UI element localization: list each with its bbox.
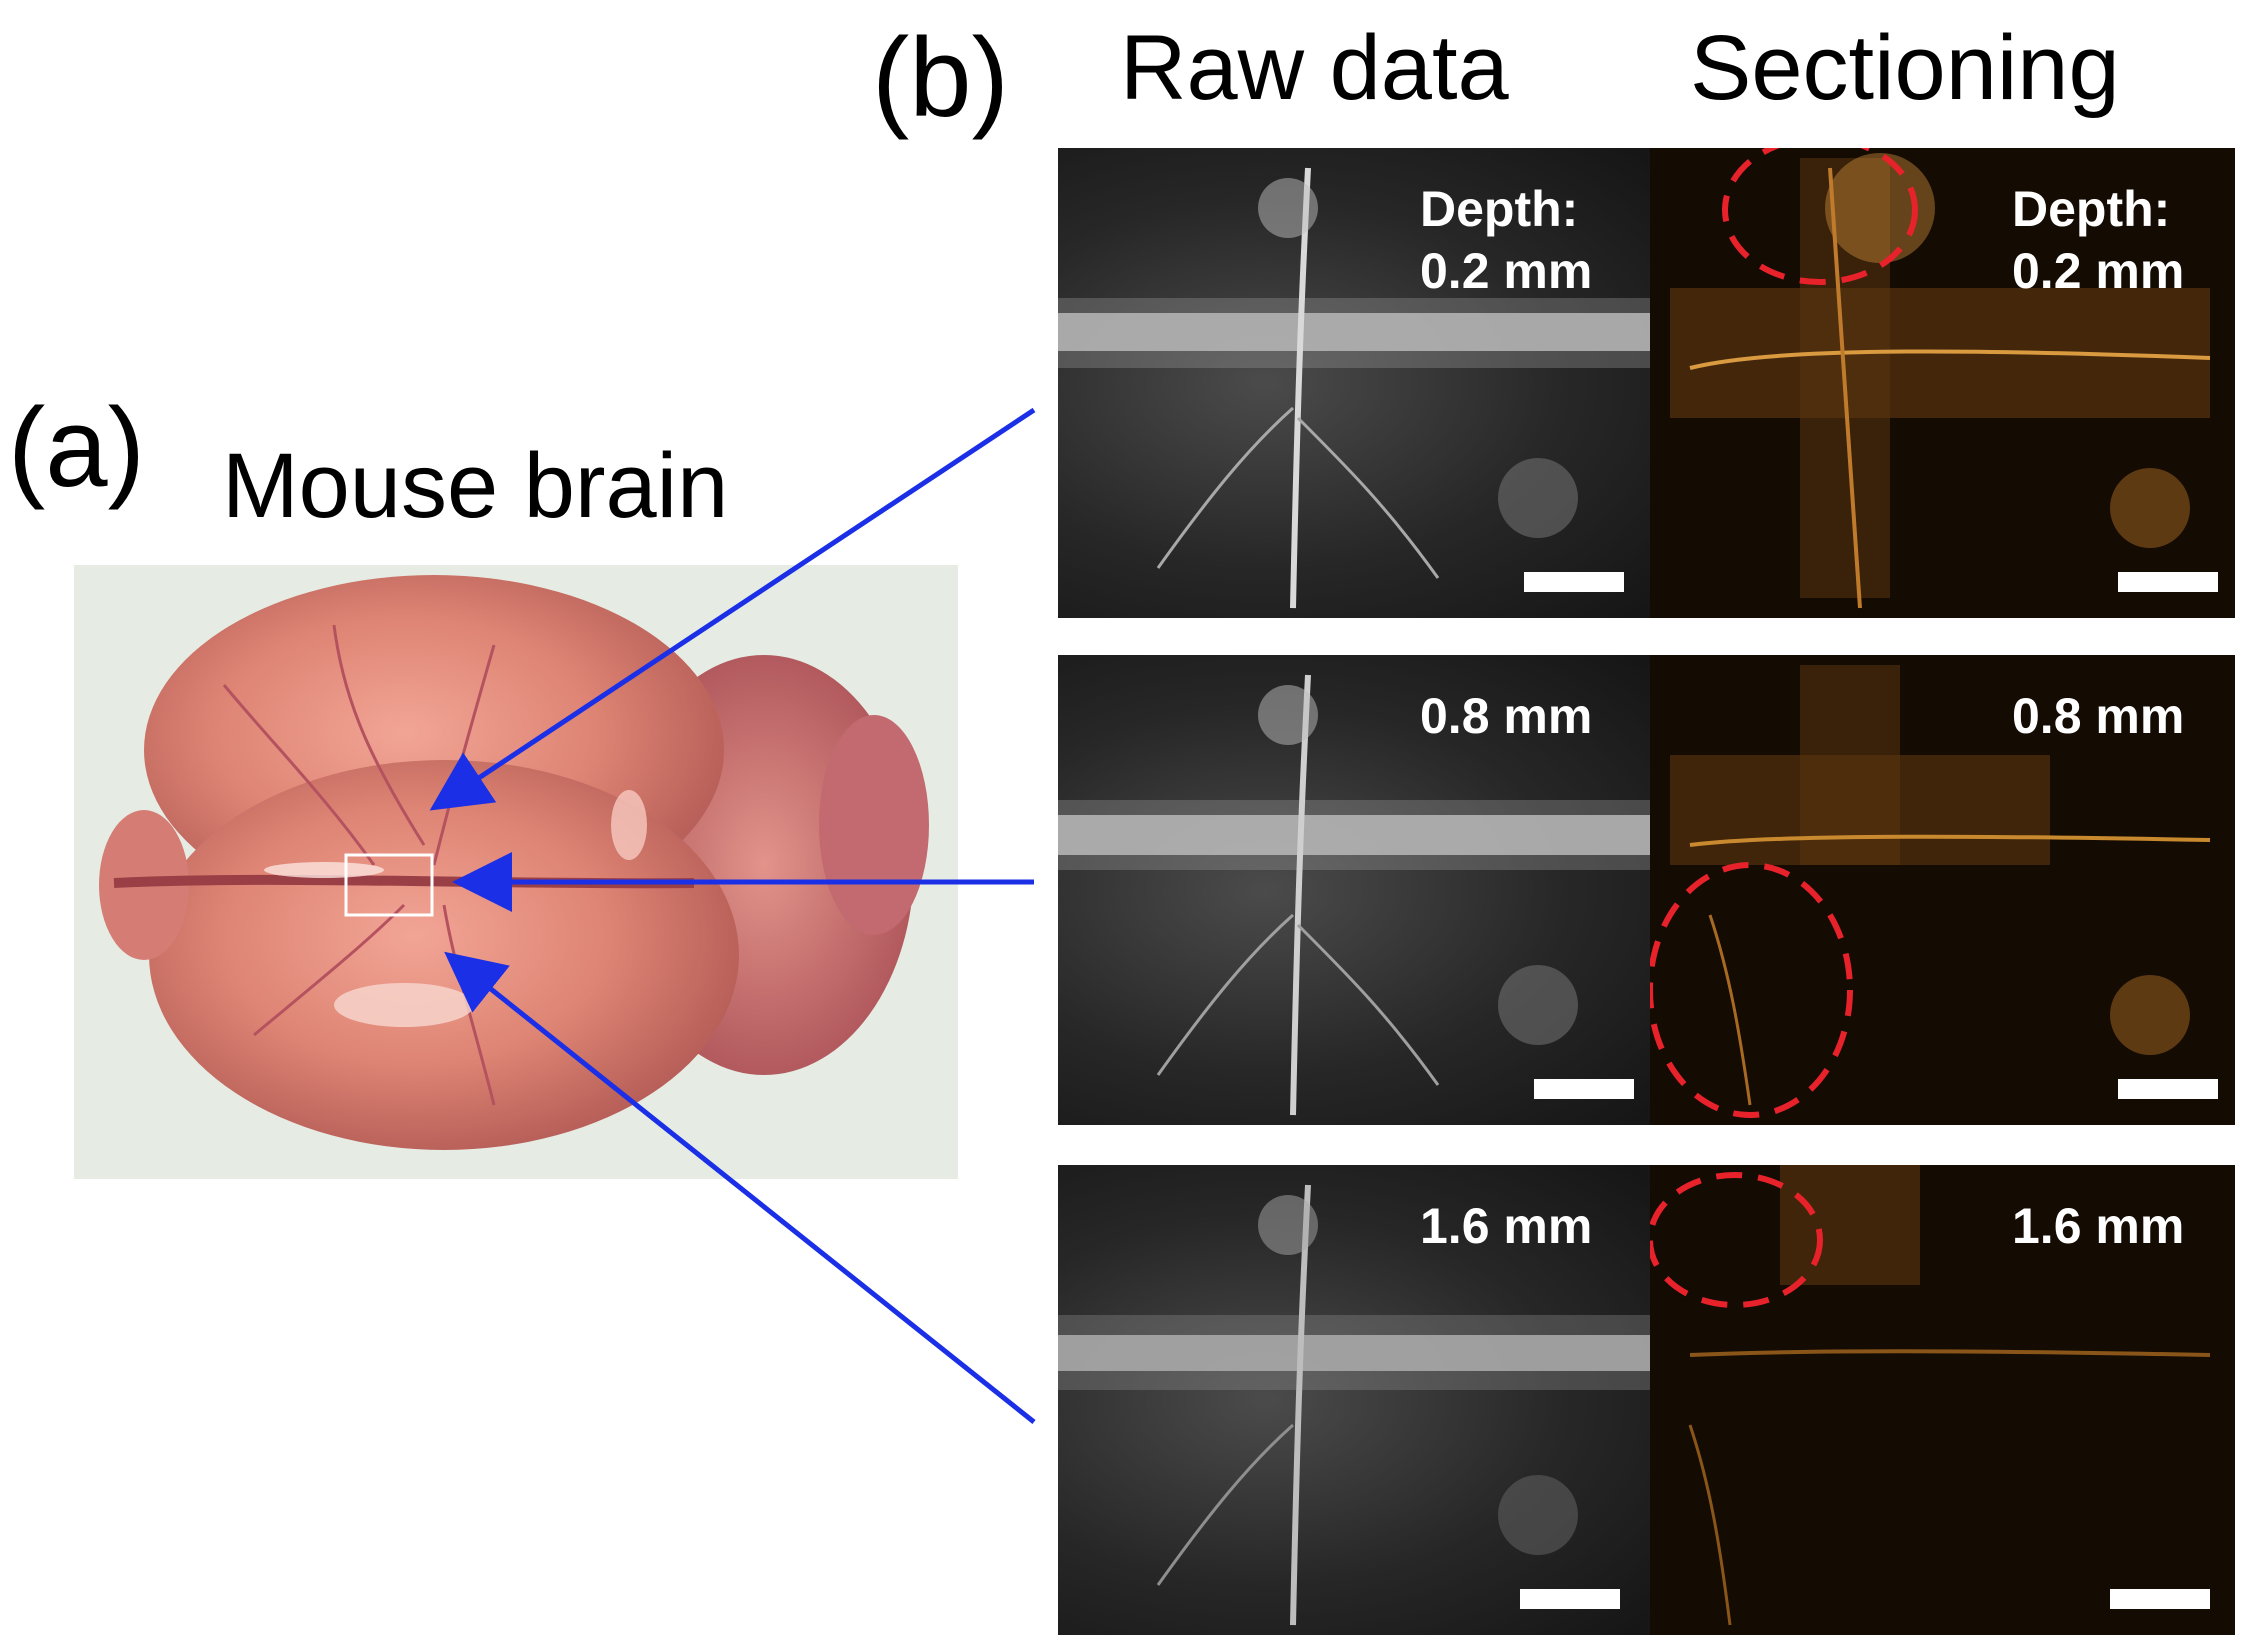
- raw-image-depth-1-6mm: 1.6 mm: [1058, 1165, 1650, 1635]
- scale-bar: [1534, 1079, 1634, 1099]
- region-of-interest-box: [344, 853, 434, 917]
- raw-image-depth-0-2mm: Depth: 0.2 mm: [1058, 148, 1650, 618]
- scale-bar: [1520, 1589, 1620, 1609]
- scale-bar: [2118, 1079, 2218, 1099]
- panel-a-letter: (a): [8, 385, 145, 510]
- raw-depth-label-line2: 1.6 mm: [1420, 1198, 1593, 1254]
- highlight-circle: [1650, 1172, 1823, 1308]
- scale-bar: [2110, 1589, 2210, 1609]
- sectioning-image-depth-1-6mm: 1.6 mm: [1650, 1165, 2235, 1635]
- sect-depth-label-line2: 0.8 mm: [2012, 688, 2185, 744]
- sect-depth-label-line2: 1.6 mm: [2012, 1198, 2185, 1254]
- panel-b-letter: (b): [872, 15, 1009, 140]
- panel-a-title: Mouse brain: [222, 435, 729, 537]
- raw-depth-label-line2: 0.2 mm: [1420, 243, 1593, 299]
- raw-depth-label-line1: Depth:: [1420, 181, 1579, 237]
- sectioning-image-depth-0-2mm: Depth: 0.2 mm: [1650, 148, 2235, 618]
- sect-depth-label-line1: Depth:: [2012, 181, 2171, 237]
- raw-data-column-title: Raw data: [1120, 17, 1509, 119]
- highlight-circle: [1722, 148, 1918, 285]
- mouse-brain-photo: [74, 565, 958, 1179]
- sectioning-column-title: Sectioning: [1690, 17, 2120, 119]
- scale-bar: [1524, 572, 1624, 592]
- scale-bar: [2118, 572, 2218, 592]
- sectioning-image-depth-0-8mm: 0.8 mm: [1650, 655, 2235, 1125]
- raw-depth-label-line2: 0.8 mm: [1420, 688, 1593, 744]
- sect-depth-label-line2: 0.2 mm: [2012, 243, 2185, 299]
- raw-image-depth-0-8mm: 0.8 mm: [1058, 655, 1650, 1125]
- highlight-circle: [1650, 862, 1853, 1118]
